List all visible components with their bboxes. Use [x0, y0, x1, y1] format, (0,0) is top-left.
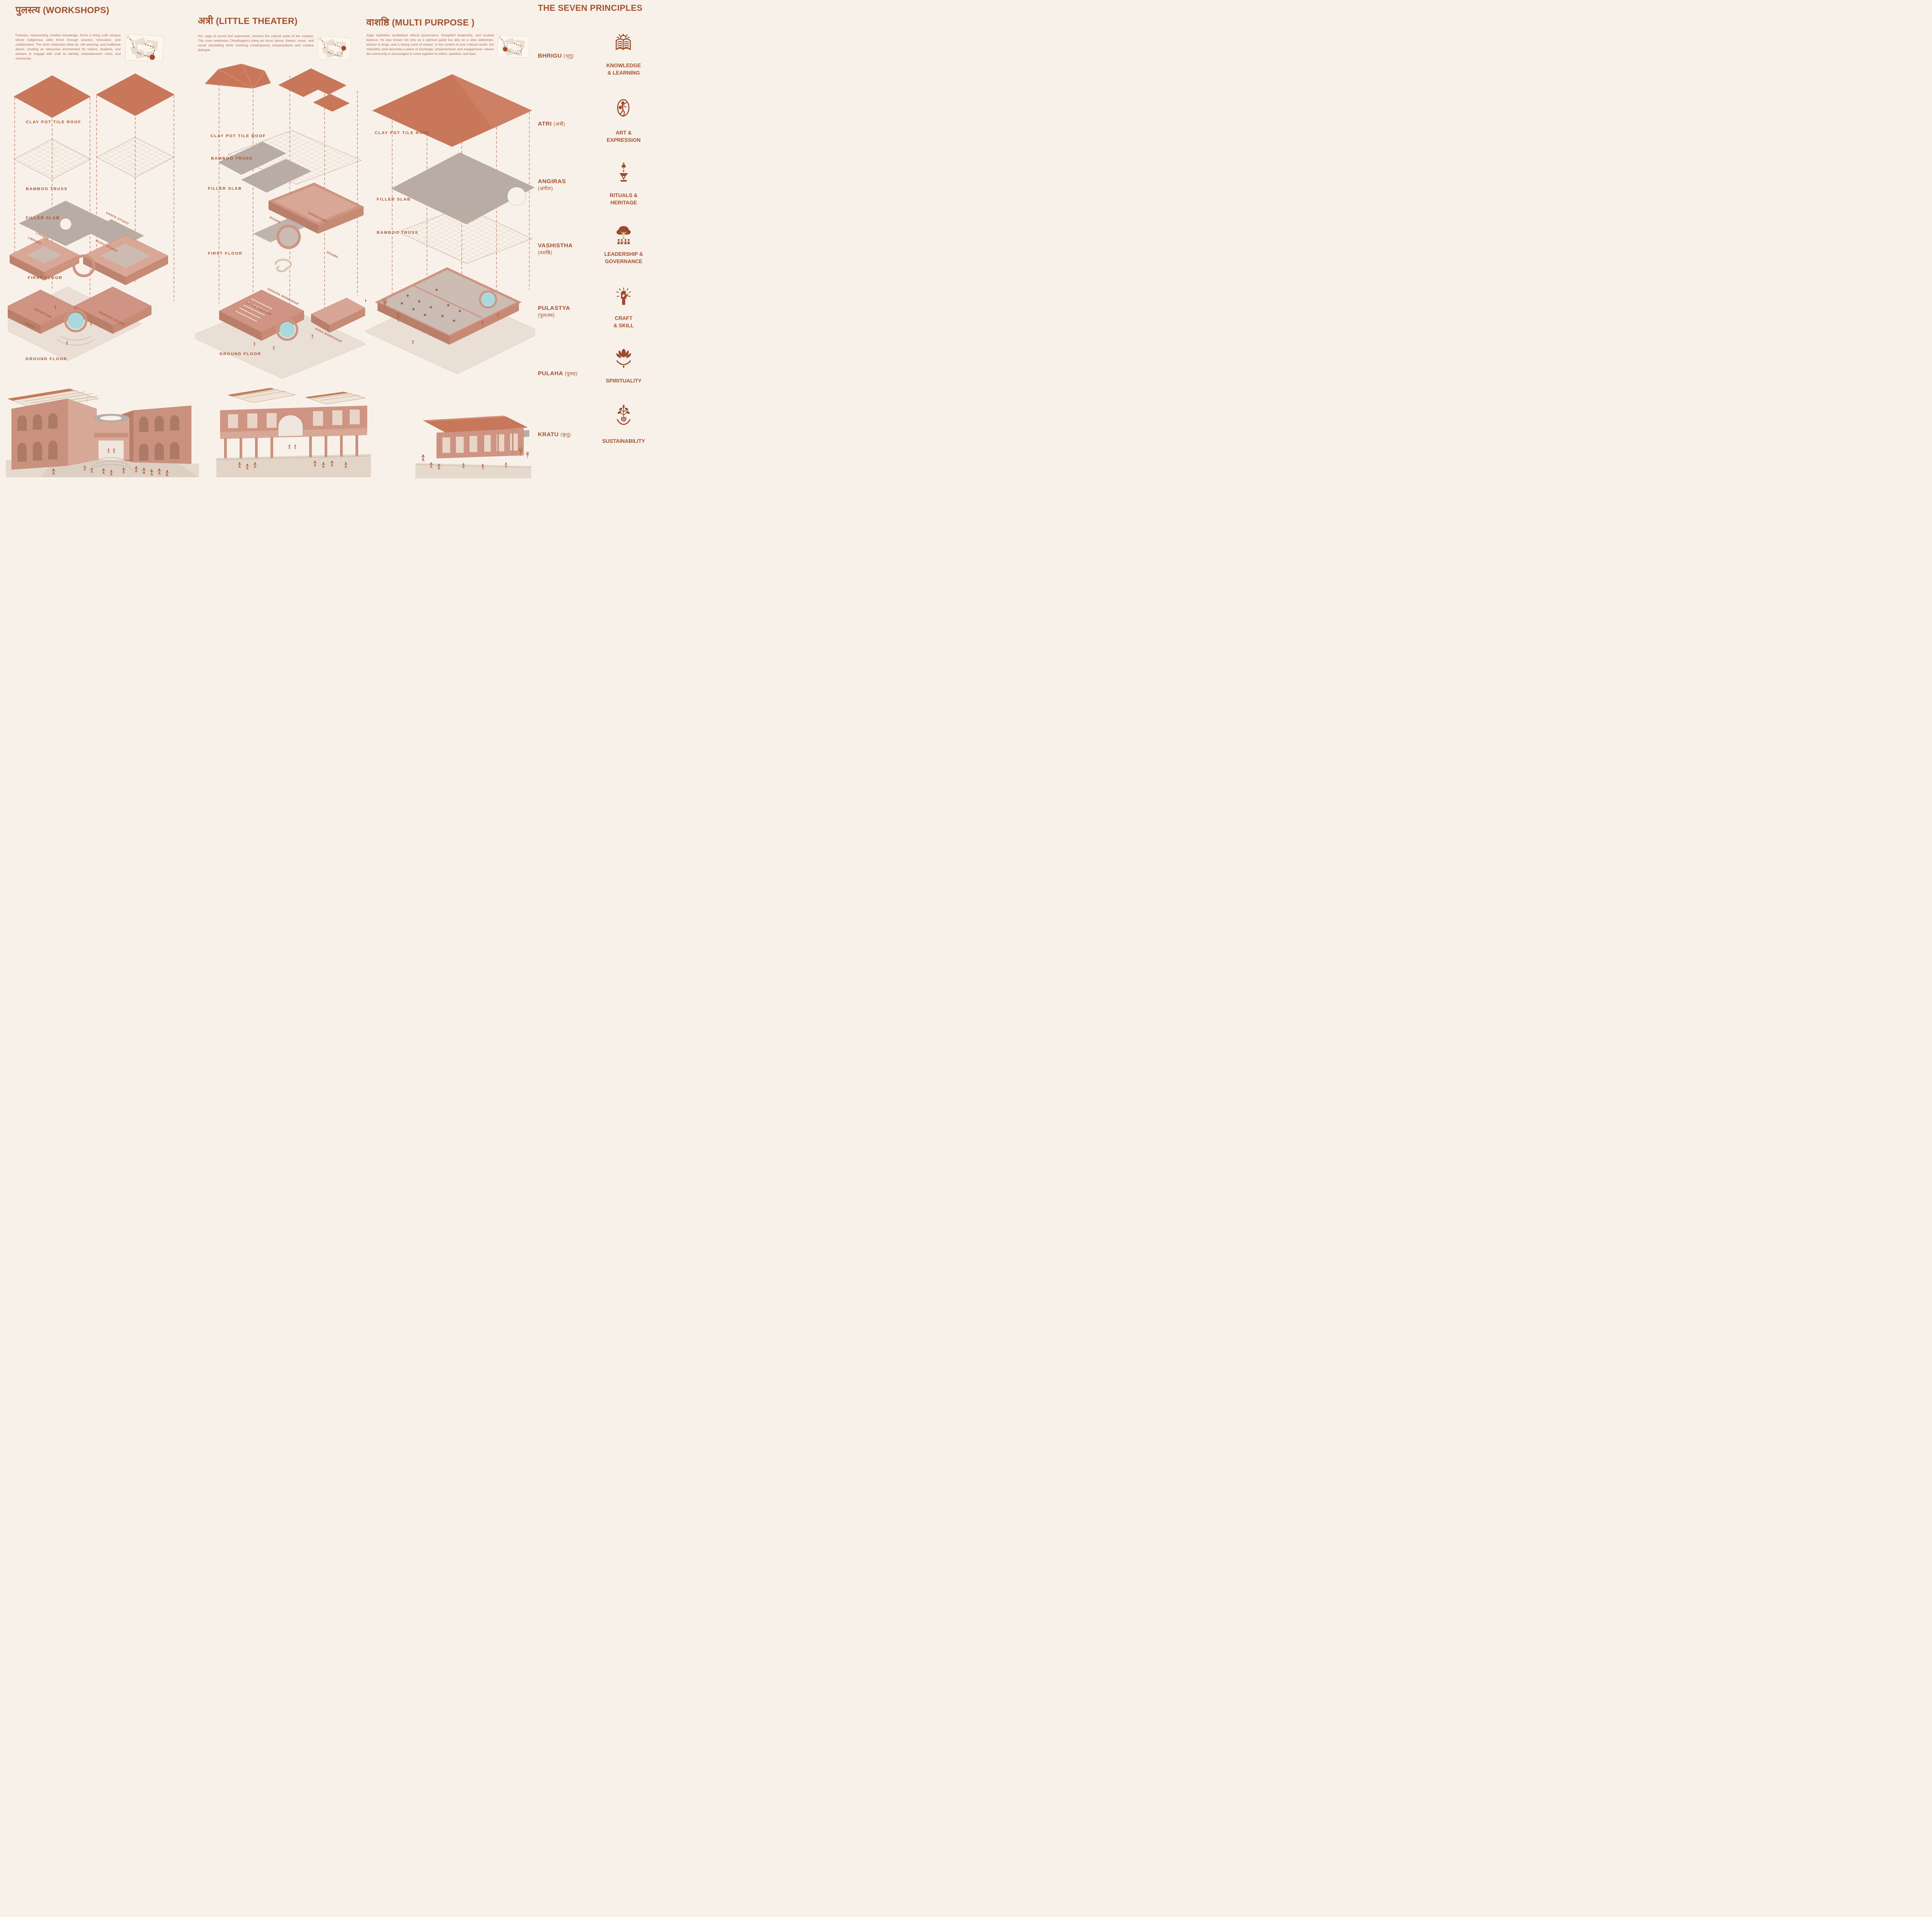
clay-roof-left: [14, 75, 91, 118]
layer-label-slab: FILLER SLAB: [26, 216, 60, 220]
current-zone-marker: [341, 46, 346, 51]
courtyard-pool: [68, 313, 84, 329]
zone-title-devanagari: पुलस्त्य: [15, 5, 41, 15]
first-floor-shape: [9, 235, 168, 285]
site-key-map: [497, 35, 530, 58]
layer-label-first-floor: FIRST FLOOR: [208, 251, 243, 256]
site-key-map: [317, 36, 352, 60]
zone-title-multi-purpose: वाशष्ठि (MULTI PURPOSE ): [366, 15, 474, 29]
layer-label-truss: BAMBOO TRUSS: [26, 187, 68, 191]
layer-label-ground-floor: GROUND FLOOR: [26, 357, 67, 361]
principle-theme: RITUALS & HERITAGE: [610, 192, 638, 206]
bamboo-truss-left: [13, 139, 92, 180]
layer-label-truss: BAMBOO TRUSS: [377, 230, 418, 235]
little-theater-perspective-render: [216, 388, 371, 477]
filler-slab-shape: [391, 152, 535, 225]
little-theater-exploded-axonometric: [195, 64, 365, 379]
principle-name: PULAHA (पुलह): [538, 370, 578, 377]
zone-title-workshops: पुलस्त्य (WORKSHOPS): [15, 3, 109, 16]
zone-title-devanagari: अत्री: [198, 15, 213, 26]
ground-floor-shape: [8, 286, 152, 361]
bamboo-truss-right: [96, 137, 175, 178]
zone-title-latin: (LITTLE THEATER): [216, 16, 298, 26]
multi-purpose-exploded-axonometric: [365, 74, 535, 374]
zone-title-latin: (WORKSHOPS): [43, 5, 109, 15]
zone-description: Sage Vashistha symbolizes ethical govern…: [366, 33, 494, 56]
tree-community-icon: [616, 226, 631, 244]
multi-purpose-perspective-render: [415, 415, 531, 478]
principle-theme: LEADERSHIP & GOVERNANCE: [604, 251, 643, 265]
clay-roof-l-shape: [278, 68, 350, 112]
layer-label-slab: FILLER SLAB: [377, 197, 411, 202]
zone-description: Atri, sage of sound and expression, anch…: [198, 34, 314, 52]
principle-theme: SPIRITUALITY: [605, 378, 642, 384]
dancing-musician-icon: [617, 99, 629, 117]
principle-theme: ART & EXPRESSION: [607, 130, 641, 143]
layer-label-ground-floor: GROUND FLOOR: [219, 352, 261, 356]
courtyard-pool: [479, 290, 497, 309]
zone-title-devanagari: वाशष्ठि: [366, 17, 389, 28]
open-book-icon: [616, 34, 631, 51]
layer-label-slab: FILLER SLAB: [208, 186, 242, 191]
principle-name: ATRI (अत्री): [538, 121, 565, 127]
presentation-board: पुलस्त्य (WORKSHOPS) Pulastya, represent…: [0, 0, 678, 479]
first-floor-shape: [253, 182, 364, 272]
principle-name: VASHISTHA (वशष्ठि): [538, 242, 573, 255]
current-zone-marker: [503, 47, 508, 52]
bamboo-truss-shape: [397, 206, 533, 264]
current-zone-marker: [150, 54, 155, 60]
workshops-perspective-render: [6, 388, 199, 477]
site-key-map: [125, 34, 164, 61]
filler-slab-shape: [218, 141, 311, 193]
principle-theme: CRAFT & SKILL: [613, 315, 634, 329]
layer-label-truss: BAMBOO TRUSS: [211, 156, 253, 161]
courtyard-pool: [279, 322, 295, 337]
clay-roof-fan: [204, 64, 271, 89]
principle-name: BHRIGU (भृगु): [538, 53, 574, 59]
principle-name: PULASTYA (पुलत्स्य): [538, 305, 570, 318]
sapling-icon: [617, 405, 631, 425]
clay-roof-shape: [372, 74, 532, 147]
principles-title: THE SEVEN PRINCIPLES: [538, 3, 643, 13]
hall-shape: [365, 267, 535, 374]
lotus-icon: [616, 349, 631, 368]
bell-diya-icon: [619, 163, 628, 182]
principle-name: KRATU (कृतु): [538, 431, 571, 438]
workshops-exploded-axonometric: [8, 73, 175, 361]
principle-theme: KNOWLEDGE & LEARNING: [606, 63, 641, 76]
layer-label-roof: CLAY POT TILE ROOF: [211, 134, 266, 138]
zone-title-little-theater: अत्री (LITTLE THEATER): [198, 14, 298, 27]
raised-hand-icon: [616, 287, 631, 305]
principle-name: ANGIRAS (अंगीरा): [538, 178, 566, 191]
zone-title-latin: (MULTI PURPOSE ): [392, 17, 475, 27]
principle-theme: SUSTAINABILITY: [602, 438, 645, 444]
layer-label-roof: CLAY POT TILE ROOF: [375, 131, 430, 135]
layer-label-first-floor: FIRST FLOOR: [28, 276, 63, 280]
ground-floor-shape: [195, 289, 365, 379]
zone-description: Pulastya, representing creative knowledg…: [15, 33, 121, 60]
layer-label-roof: CLAY POT TILE ROOF: [26, 120, 82, 124]
clay-roof-right: [96, 73, 175, 116]
